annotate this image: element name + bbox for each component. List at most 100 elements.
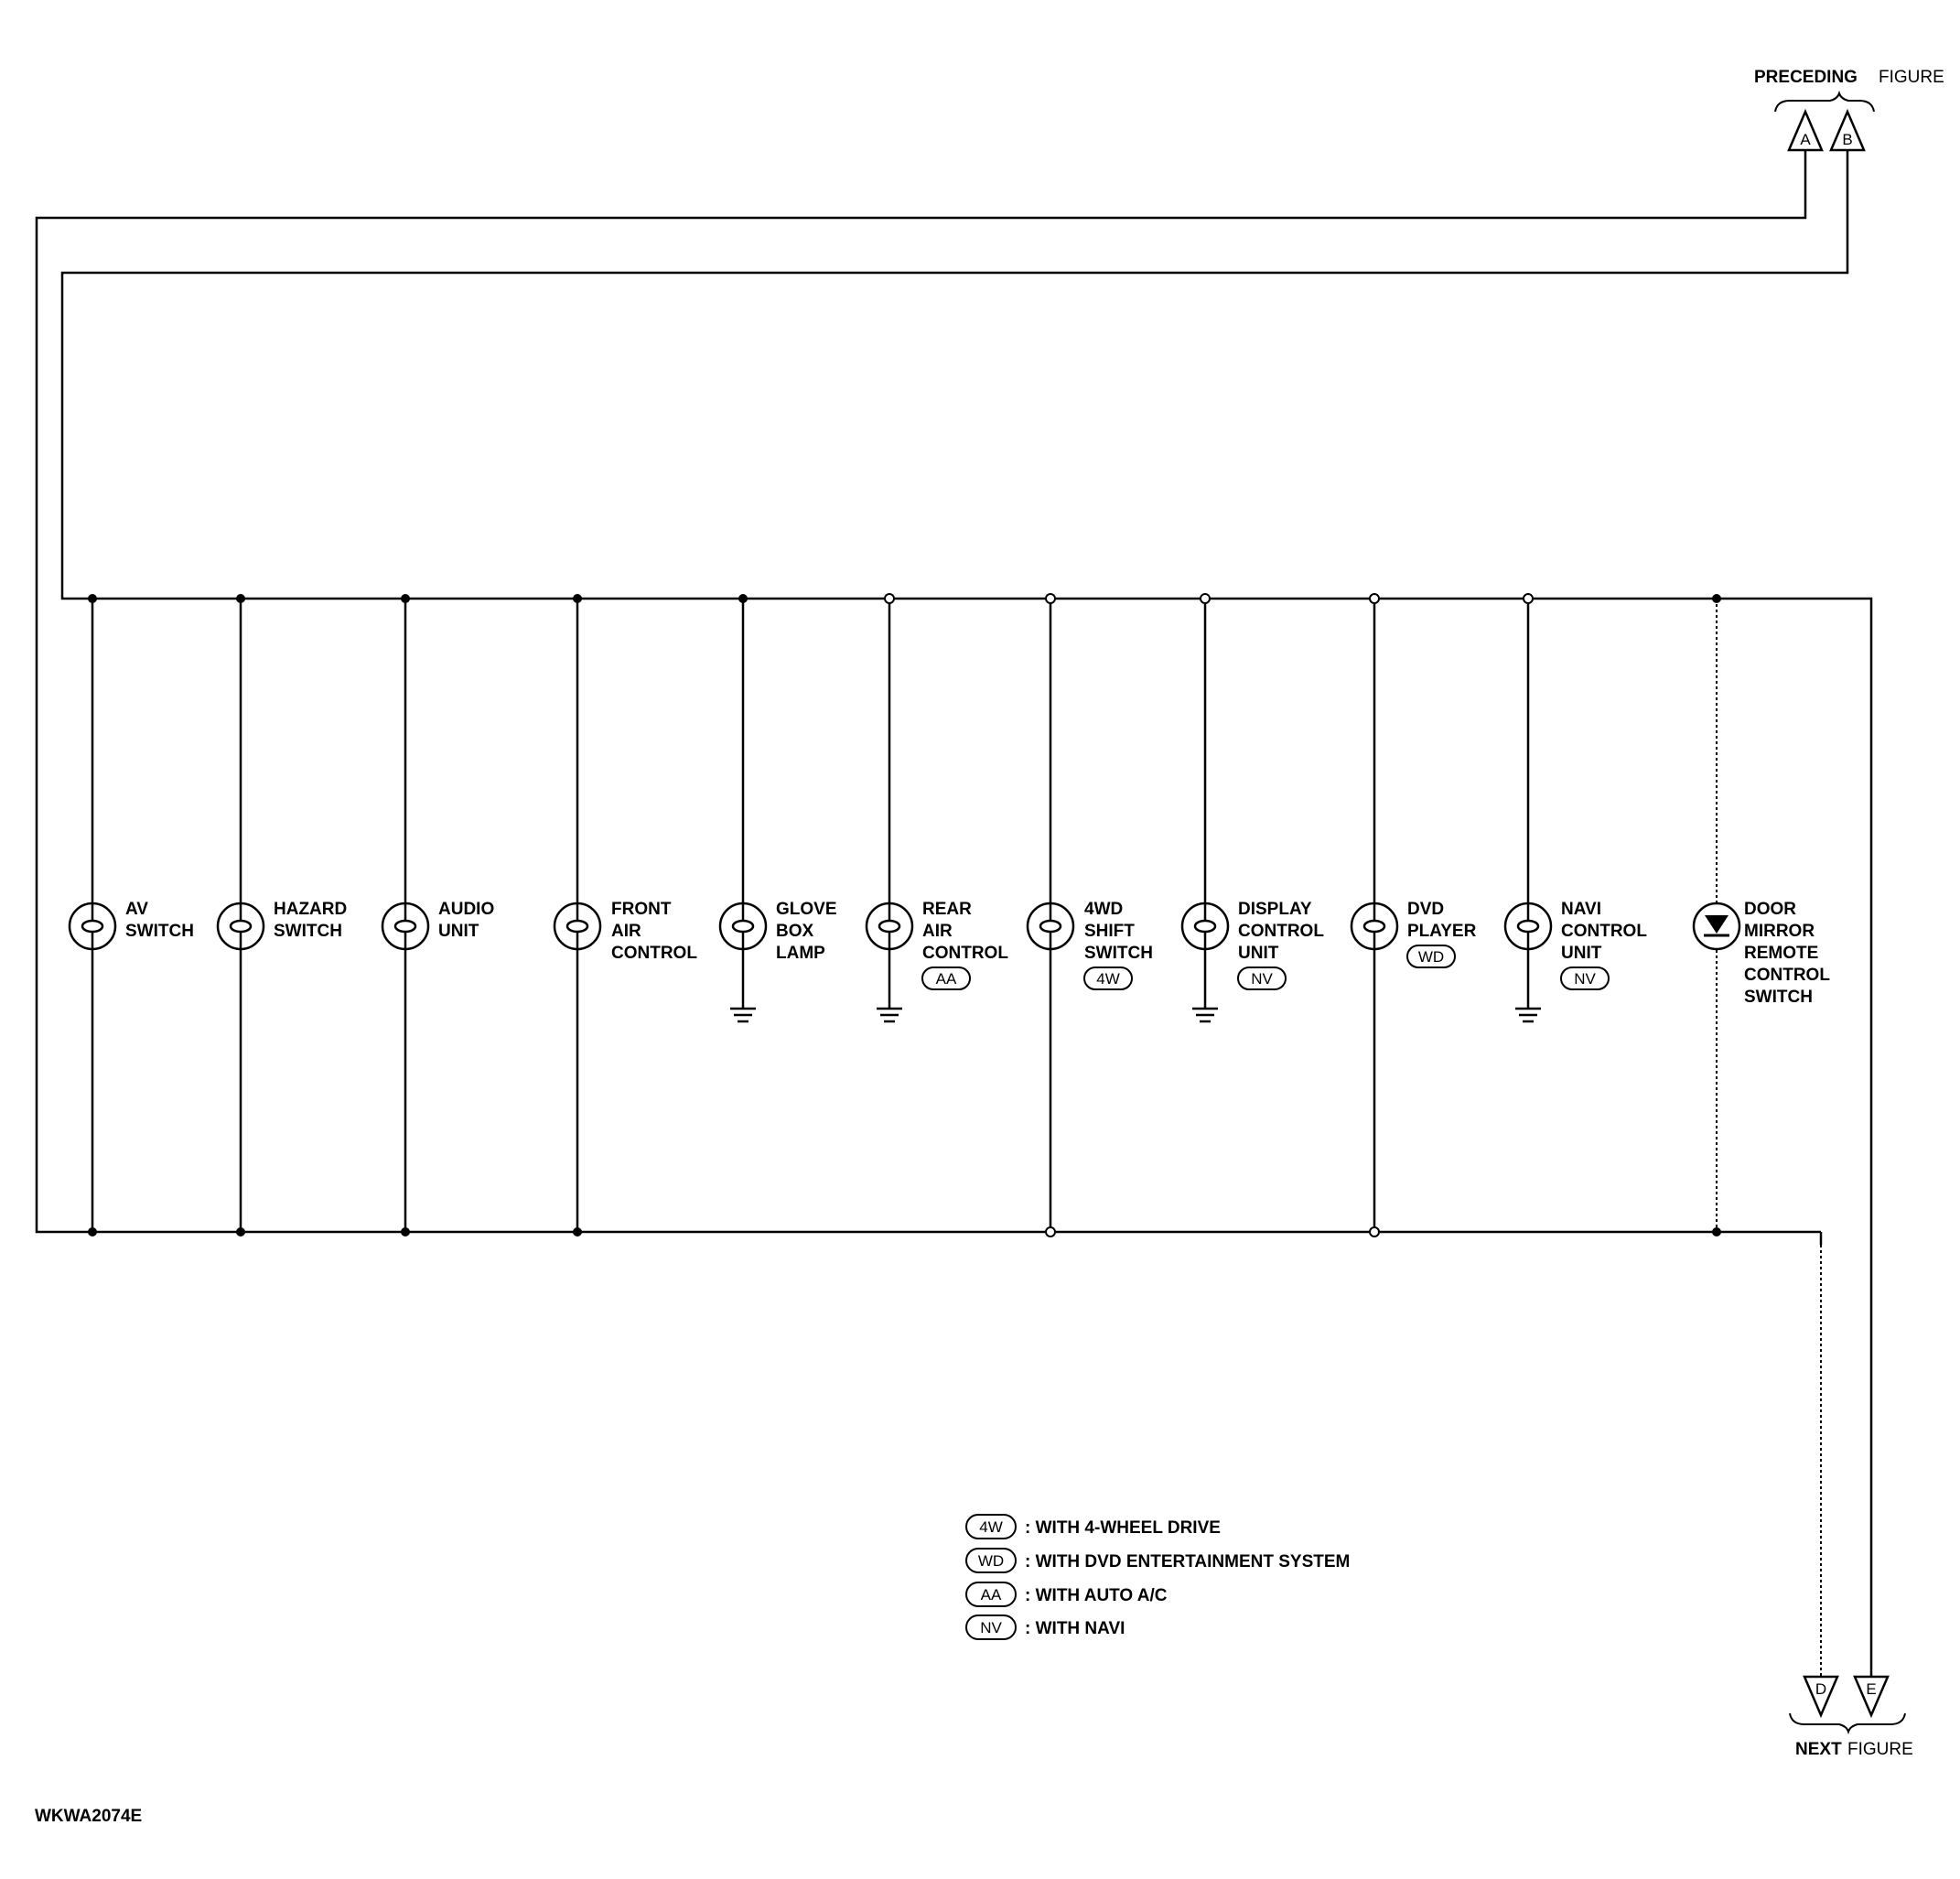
- junction-dot: [401, 594, 410, 603]
- junction-dot: [88, 594, 97, 603]
- component-label-line: SHIFT: [1084, 922, 1135, 941]
- connector-e-label: E: [1866, 1680, 1876, 1698]
- next-figure-label-regular: FIGURE: [1847, 1740, 1913, 1759]
- ground-icon: [877, 1007, 902, 1023]
- component-label-line: UNIT: [1561, 944, 1602, 963]
- legend-code: NV: [980, 1619, 1002, 1636]
- legend-text: : WITH DVD ENTERTAINMENT SYSTEM: [1025, 1552, 1350, 1571]
- bulb-icon: [1503, 902, 1553, 951]
- connector-a-label: A: [1800, 131, 1811, 148]
- option-badge: [921, 966, 971, 990]
- connector-e-icon: E: [1853, 1675, 1890, 1719]
- component-label-line: AUDIO: [438, 900, 494, 919]
- legend-item: WD : WITH DVD ENTERTAINMENT SYSTEM: [965, 1548, 1350, 1573]
- connector-d-icon: D: [1803, 1675, 1839, 1719]
- junction-dot: [88, 1227, 97, 1236]
- figure-id: WKWA2074E: [35, 1807, 142, 1826]
- junction-dot: [236, 594, 245, 603]
- legend-text: : WITH AUTO A/C: [1025, 1586, 1168, 1605]
- option-badge-code: AA: [936, 970, 957, 988]
- option-badge: [1237, 966, 1287, 990]
- component-label-line: CONTROL: [1744, 966, 1830, 985]
- preceding-figure-brace: [1774, 90, 1875, 113]
- component-label-line: UNIT: [1238, 944, 1279, 963]
- next-figure-brace: [1789, 1712, 1906, 1735]
- component-label-audio-unit: AUDIO UNIT: [438, 900, 494, 941]
- component-label-line: SWITCH: [1084, 944, 1153, 963]
- legend-item: 4W : WITH 4-WHEEL DRIVE: [965, 1514, 1221, 1539]
- junction-dot: [1712, 1227, 1721, 1236]
- junction-dot: [573, 594, 582, 603]
- junction-dot: [1712, 594, 1721, 603]
- option-badge: [1083, 966, 1133, 990]
- component-label-line: DISPLAY: [1238, 900, 1312, 919]
- ground-icon: [730, 1007, 756, 1023]
- component-label-line: HAZARD: [274, 900, 347, 919]
- component-label-front-air-control: FRONT AIR CONTROL: [611, 900, 697, 963]
- preceding-figure-label-regular: FIGURE: [1879, 68, 1944, 87]
- component-label-4wd-shift-switch: 4WD SHIFT SWITCH 4W: [1083, 900, 1153, 990]
- option-badge-code: NV: [1574, 970, 1596, 988]
- component-label-line: CONTROL: [1561, 922, 1647, 941]
- junction-dot: [738, 594, 748, 603]
- component-label-door-mirror-remote-control-switch: DOOR MIRROR REMOTE CONTROL SWITCH: [1744, 900, 1830, 1007]
- bulb-icon: [1180, 902, 1230, 951]
- junction-open: [1200, 593, 1211, 604]
- bulb-icon: [718, 902, 768, 951]
- component-label-line: CONTROL: [1238, 922, 1324, 941]
- component-label-rear-air-control: REAR AIR CONTROL AA: [921, 900, 1008, 990]
- option-badge-code: 4W: [1096, 970, 1120, 988]
- legend-code: 4W: [979, 1518, 1003, 1536]
- option-badge: [1560, 966, 1610, 990]
- legend-badge: [965, 1548, 1017, 1573]
- legend-item: AA : WITH AUTO A/C: [965, 1582, 1168, 1607]
- wire-b: [60, 150, 1873, 1677]
- bulb-icon: [1350, 902, 1399, 951]
- component-label-av-switch: AV SWITCH: [125, 900, 194, 941]
- component-label-line: SWITCH: [1744, 988, 1813, 1007]
- component-label-display-control-unit: DISPLAY CONTROL UNIT NV: [1237, 900, 1324, 990]
- legend-badge: [965, 1614, 1017, 1640]
- component-label-navi-control-unit: NAVI CONTROL UNIT NV: [1560, 900, 1647, 990]
- junction-open: [1369, 1226, 1380, 1237]
- legend-badge: [965, 1514, 1017, 1539]
- junction-dot: [236, 1227, 245, 1236]
- bulb-icon: [216, 902, 265, 951]
- legend: 4W : WITH 4-WHEEL DRIVE WD : WITH DVD EN…: [965, 1514, 1350, 1640]
- legend-item: NV : WITH NAVI: [965, 1614, 1125, 1640]
- component-label-line: FRONT: [611, 900, 672, 919]
- option-badge: [1406, 945, 1456, 968]
- component-label-glove-box-lamp: GLOVE BOX LAMP: [776, 900, 837, 963]
- component-label-line: BOX: [776, 922, 814, 941]
- legend-badge: [965, 1582, 1017, 1607]
- ground-icon: [1515, 1007, 1541, 1023]
- component-label-line: REAR: [922, 900, 972, 919]
- option-badge-code: WD: [1418, 948, 1444, 966]
- connector-a-icon: A: [1787, 108, 1824, 152]
- option-badge-code: NV: [1251, 970, 1273, 988]
- junction-open: [1369, 593, 1380, 604]
- component-label-line: SWITCH: [274, 922, 342, 941]
- component-label-line: SWITCH: [125, 922, 194, 941]
- bulb-icon: [381, 902, 430, 951]
- junction-open: [1045, 1226, 1056, 1237]
- component-label-line: NAVI: [1561, 900, 1601, 919]
- component-label-line: MIRROR: [1744, 922, 1815, 941]
- component-label-line: DOOR: [1744, 900, 1796, 919]
- bulb-icon: [68, 902, 117, 951]
- component-label-line: AIR: [611, 922, 641, 941]
- component-label-line: LAMP: [776, 944, 825, 963]
- next-figure-label-bold: NEXT: [1795, 1740, 1842, 1759]
- component-label-line: REMOTE: [1744, 944, 1818, 963]
- bulb-icon: [865, 902, 914, 951]
- component-label-line: CONTROL: [611, 944, 697, 963]
- component-label-line: UNIT: [438, 922, 479, 941]
- component-label-line: AIR: [922, 922, 953, 941]
- component-label-hazard-switch: HAZARD SWITCH: [274, 900, 347, 941]
- legend-code: AA: [981, 1586, 1002, 1604]
- component-label-line: DVD: [1407, 900, 1444, 919]
- bulb-icon: [553, 902, 602, 951]
- component-label-line: GLOVE: [776, 900, 837, 919]
- component-label-line: PLAYER: [1407, 922, 1477, 941]
